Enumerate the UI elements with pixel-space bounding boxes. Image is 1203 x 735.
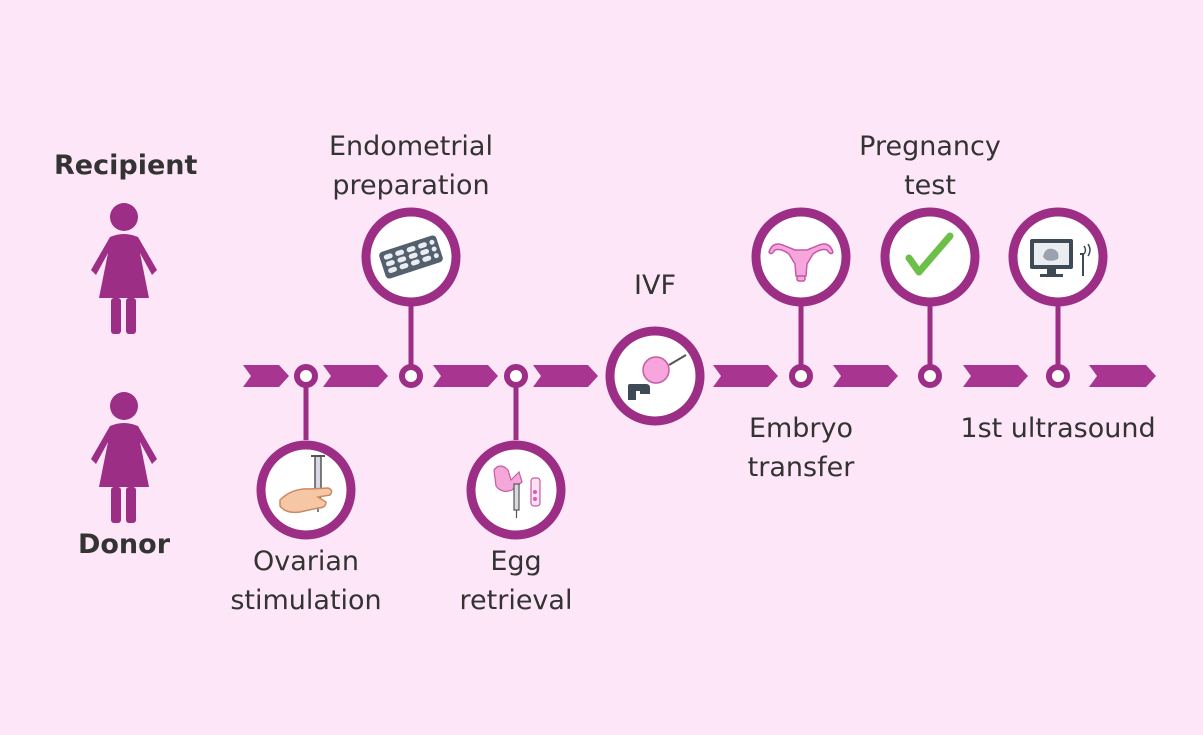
step-label-line: Pregnancy bbox=[859, 131, 1001, 162]
step-label-line: Embryo bbox=[748, 413, 854, 444]
step-label-line: IVF bbox=[634, 270, 676, 301]
timeline-nodes bbox=[294, 364, 1070, 388]
recipient-label: Recipient bbox=[54, 150, 198, 181]
step-label-line: stimulation bbox=[230, 585, 382, 616]
step-label-pregnancy-test: Pregnancy test bbox=[845, 127, 1015, 205]
step-label-embryo-transfer: Embryo transfer bbox=[721, 409, 881, 487]
step-label-line: 1st ultrasound bbox=[960, 413, 1156, 444]
step-label-ovarian-stimulation: Ovarian stimulation bbox=[216, 542, 396, 620]
step-label-first-ultrasound: 1st ultrasound bbox=[951, 409, 1165, 448]
uterus-icon bbox=[768, 243, 834, 282]
donor-label: Donor bbox=[77, 529, 171, 560]
recipient-figure-icon bbox=[91, 203, 157, 334]
pill-blister-icon bbox=[379, 235, 443, 279]
step-label-line: Endometrial bbox=[329, 131, 493, 162]
ultrasound-monitor-icon bbox=[1030, 239, 1091, 277]
step-label-line: preparation bbox=[332, 170, 490, 201]
microinjection-icon bbox=[628, 354, 687, 400]
step-label-endometrial-preparation: Endometrial preparation bbox=[311, 127, 511, 205]
step-label-line: Egg bbox=[490, 546, 542, 577]
step-label-line: Ovarian bbox=[252, 546, 360, 577]
step-label-egg-retrieval: Egg retrieval bbox=[436, 542, 596, 620]
step-label-line: test bbox=[904, 170, 956, 201]
step-label-line: retrieval bbox=[459, 585, 573, 616]
step-label-line: transfer bbox=[747, 452, 855, 483]
timeline-arrows bbox=[243, 365, 1156, 387]
syringe-hand-icon bbox=[279, 455, 333, 514]
donor-figure-icon bbox=[91, 392, 157, 523]
checkmark-icon bbox=[905, 232, 954, 276]
step-label-ivf: IVF bbox=[605, 266, 705, 305]
timeline-pins bbox=[303, 301, 1061, 440]
syringe-tube-icon bbox=[493, 465, 541, 518]
